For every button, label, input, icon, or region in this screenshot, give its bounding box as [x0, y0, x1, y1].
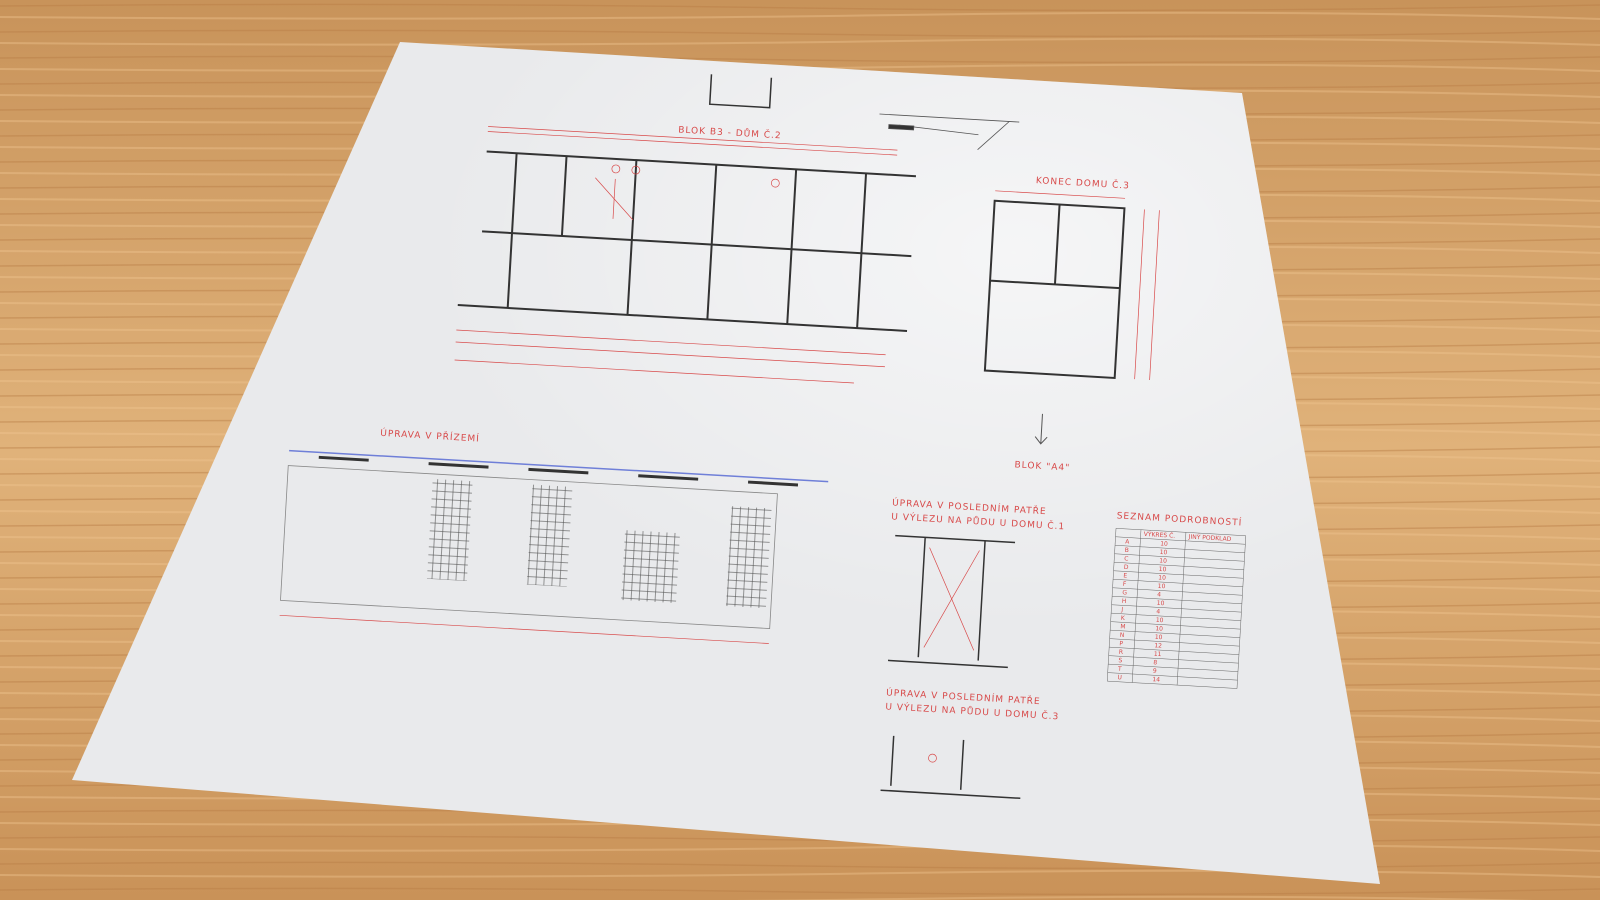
table-rule [1110, 621, 1241, 630]
table-header: VÝKRES Č. [1144, 531, 1176, 540]
table-rule [1114, 553, 1245, 562]
stair-detail-c1 [887, 534, 1016, 669]
table-rule [1115, 536, 1246, 545]
table-cell: 10 [1155, 625, 1163, 632]
dimension-lines [454, 126, 898, 384]
blok-a4-label: BLOK "A4" [1014, 460, 1070, 473]
table-cell: S [1118, 657, 1122, 664]
table-rule [1111, 612, 1241, 621]
table-rule [1108, 663, 1238, 672]
table-cell: B [1125, 547, 1130, 554]
table-rule [1131, 529, 1142, 683]
table-rule [1113, 570, 1244, 579]
arrow-down-icon [1034, 413, 1048, 445]
table-cell: P [1119, 640, 1123, 647]
table-rule [1112, 595, 1242, 604]
details-table: SEZNAM PODROBNOSTÍ VÝKRES Č.JINÝ PODKLAD… [1106, 509, 1247, 689]
table-cell: 10 [1155, 634, 1163, 641]
table-cell: R [1119, 649, 1124, 656]
table-rule [1107, 672, 1238, 681]
floor-plan-blok-b3 [457, 74, 917, 332]
table-cell: N [1120, 632, 1125, 639]
table-cell: 10 [1156, 617, 1164, 624]
ground-floor-plan [279, 449, 829, 644]
table-cell: K [1121, 615, 1126, 622]
table-cell: 12 [1154, 642, 1162, 649]
table-cell: 8 [1153, 659, 1157, 666]
table-rule [1114, 562, 1244, 570]
light-spot [72, 42, 1380, 884]
table-rule [1109, 638, 1240, 647]
table-rule [1109, 646, 1239, 655]
table-rule [1111, 604, 1242, 613]
table-cell: 9 [1153, 668, 1157, 675]
table-cell: 10 [1160, 540, 1168, 547]
table-cell: C [1124, 555, 1129, 562]
table-cell: 10 [1159, 557, 1167, 564]
table-rule [1107, 680, 1238, 689]
table-cell: J [1120, 606, 1123, 613]
table-header: JINÝ PODKLAD [1187, 533, 1231, 543]
table-cell: 4 [1156, 608, 1160, 615]
table-cell: D [1124, 564, 1129, 571]
table-cell: A [1125, 538, 1130, 545]
table-cell: T [1117, 666, 1122, 673]
table-cell: F [1123, 581, 1127, 588]
stair-detail-c3 [880, 735, 1021, 800]
floor-plan-konec-domu [983, 199, 1126, 380]
table-cell: M [1120, 623, 1126, 630]
table-cell: 10 [1158, 574, 1166, 581]
table-rule [1110, 629, 1240, 638]
table-rule [1176, 532, 1187, 686]
table-rule [1115, 545, 1245, 554]
table-rule [1108, 655, 1239, 664]
table-rule [1113, 578, 1243, 587]
table-rule [1236, 535, 1247, 689]
drawing: BLOK B3 - DŮM Č.2 KONEC DOMU Č.3 BLOK "A… [279, 74, 1247, 800]
table-cell: 14 [1152, 676, 1160, 683]
table-cell: 11 [1154, 651, 1162, 658]
table-cell: 10 [1157, 600, 1165, 607]
table-rule [1106, 528, 1117, 682]
table-cell: 10 [1160, 549, 1168, 556]
table-cell: E [1123, 572, 1127, 579]
table-cell: 10 [1158, 583, 1166, 590]
table-cell: H [1122, 598, 1127, 605]
table-cell: U [1117, 674, 1122, 681]
site-plan [879, 113, 1020, 151]
table-cell: G [1122, 589, 1127, 596]
table-cell: 4 [1157, 591, 1161, 598]
table-rule [1112, 587, 1243, 596]
table-cell: 10 [1159, 566, 1167, 573]
table-rule [1116, 528, 1246, 537]
